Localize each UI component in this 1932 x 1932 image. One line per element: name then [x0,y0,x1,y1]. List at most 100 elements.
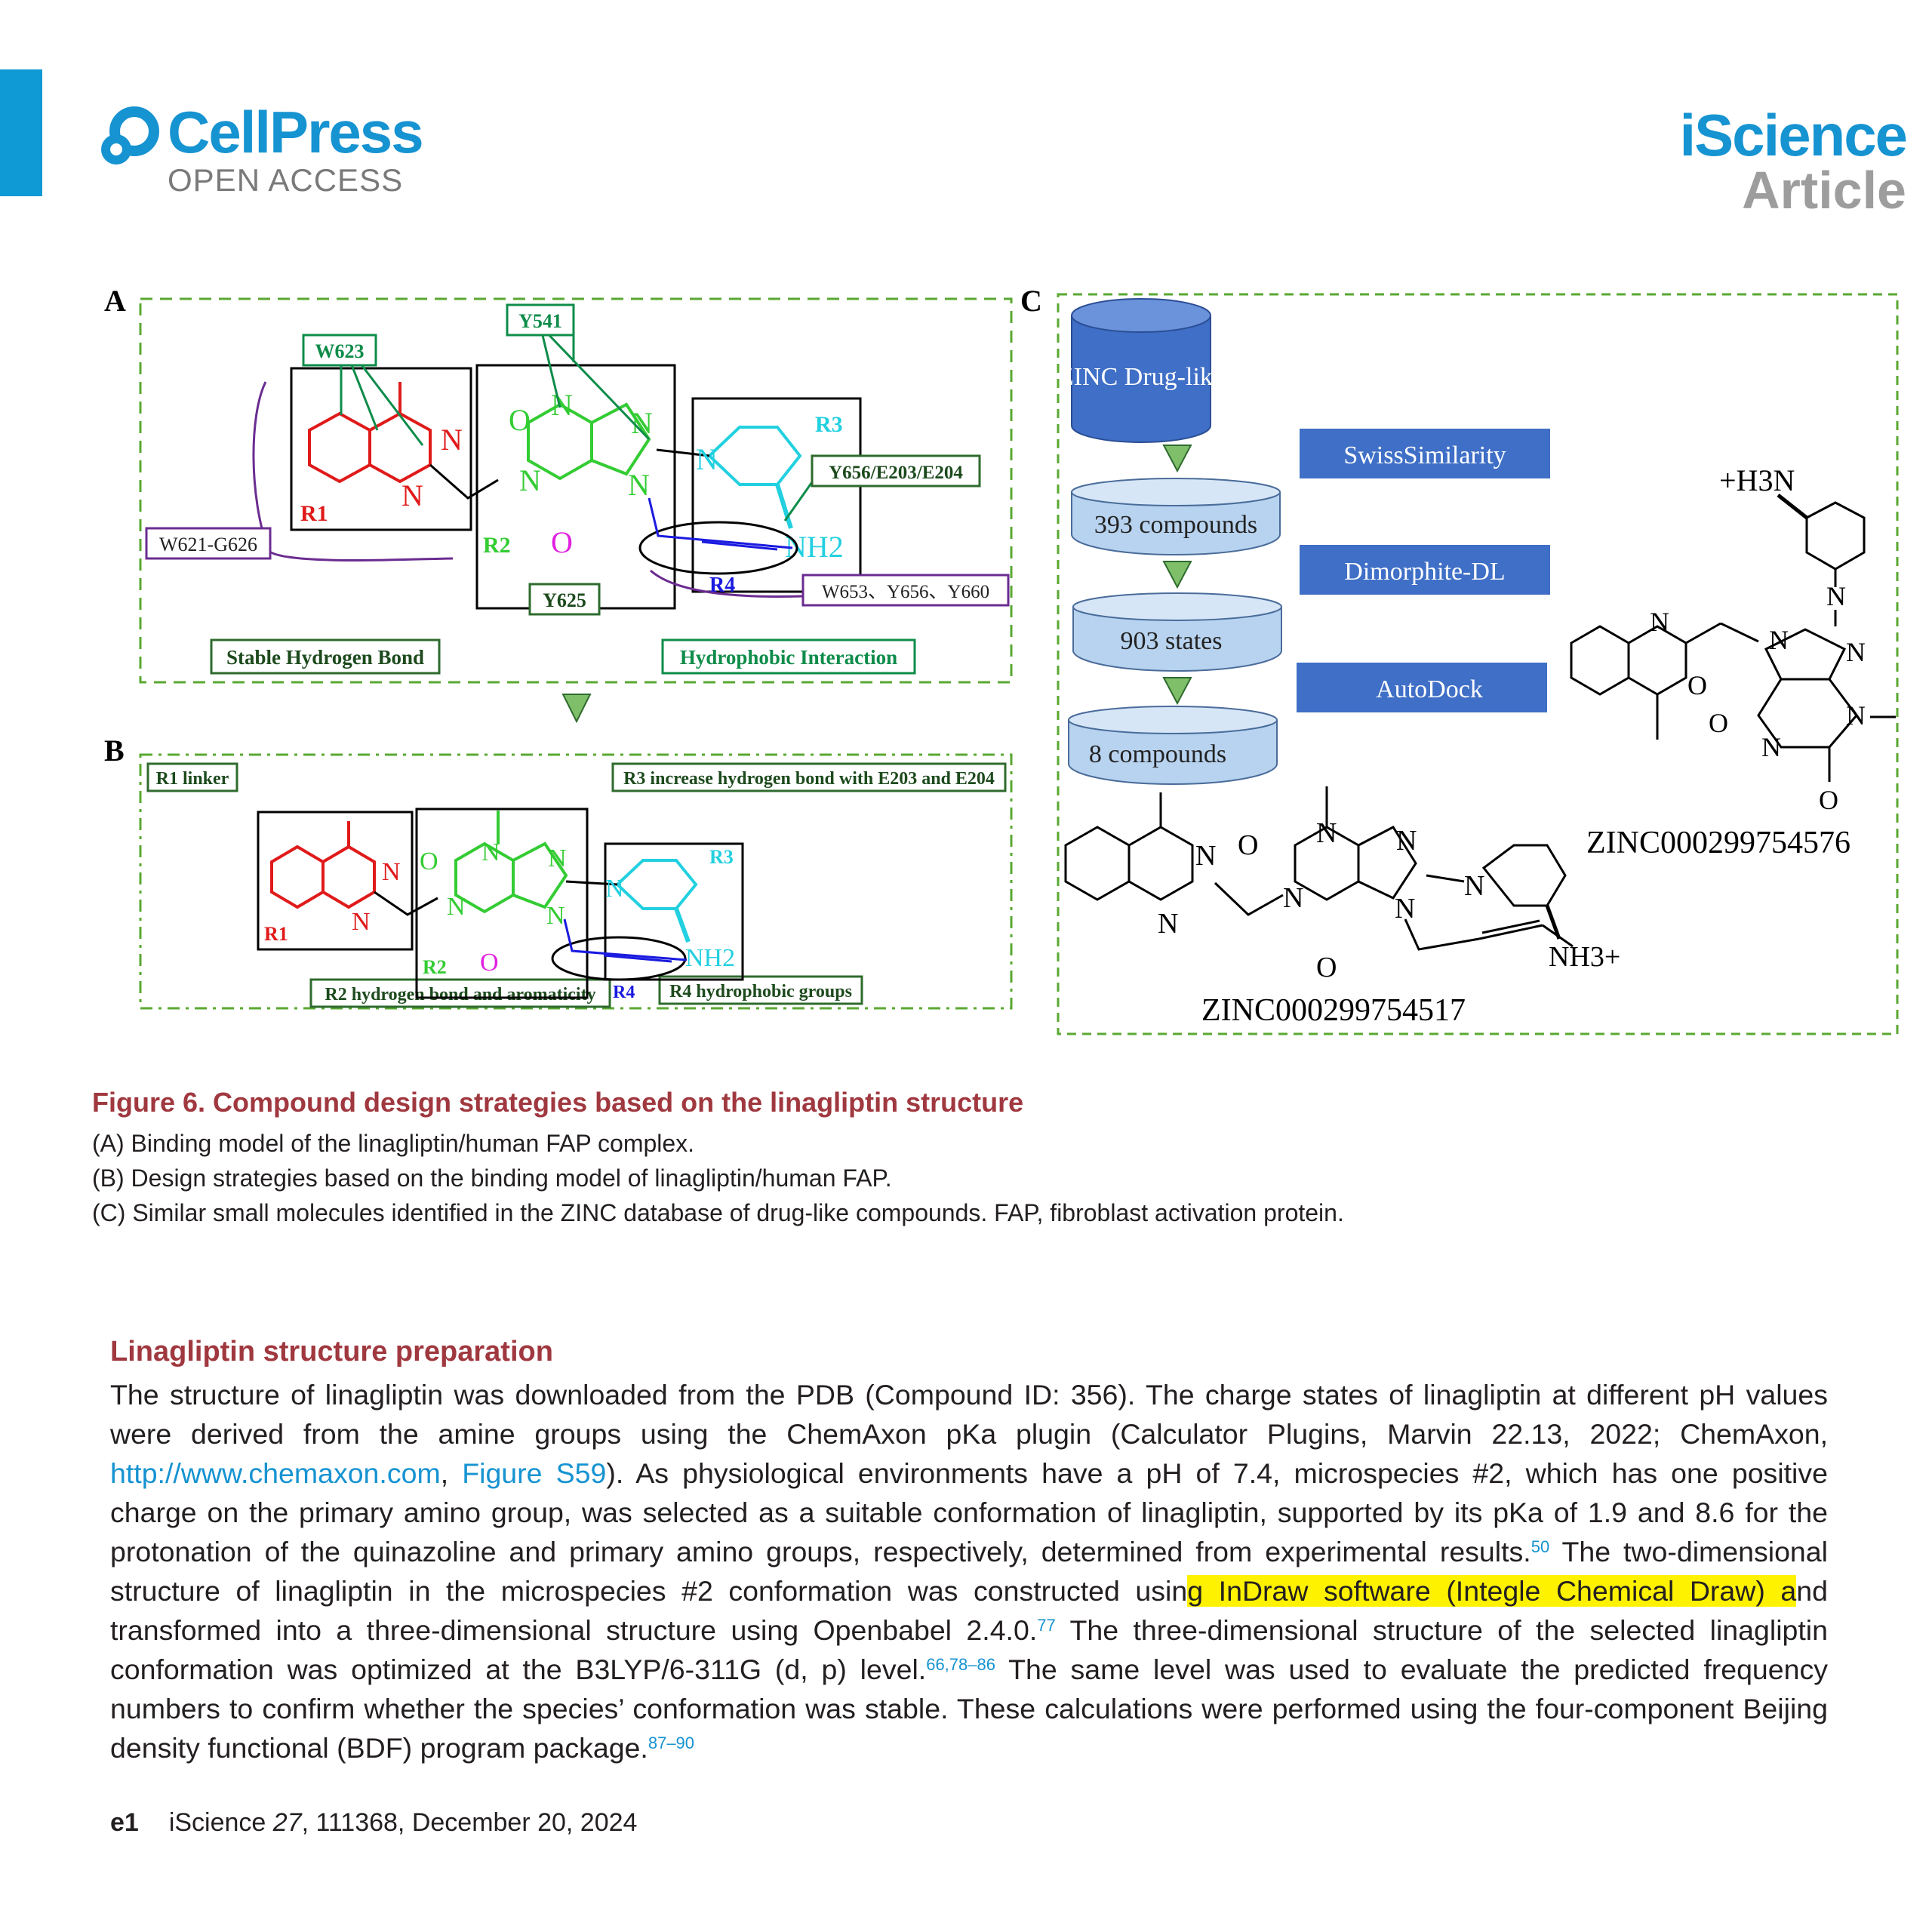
panel-b-molecule: N N R1 O N N N N O R2 N NH2 R3 R4 [257,808,744,1002]
panel-a-frame [139,297,1013,684]
region-r3-label: R3 [815,412,843,437]
svg-text:N: N [1846,637,1866,667]
svg-text:NH2: NH2 [785,530,844,564]
svg-text:N: N [548,844,567,872]
svg-text:N: N [447,893,466,921]
highlighted-text: g InDraw software (Integle Chemical Draw… [1187,1575,1797,1607]
svg-text:N: N [1195,840,1216,872]
svg-text:O: O [1238,829,1258,861]
svg-text:N: N [1395,893,1415,924]
svg-text:393 compounds: 393 compounds [1094,511,1257,539]
section-heading: Linagliptin structure preparation [110,1336,553,1367]
ref-link[interactable]: 77 [1037,1616,1056,1635]
svg-text:N: N [696,442,718,476]
compound-structure-2: N N O N N N N O N NH3+ [1064,786,1620,983]
residue-tag: W653、Y656、Y660 [822,582,989,602]
note-r2: R2 hydrogen bond and aromaticity [325,985,595,1004]
step-cylinder: 8 compounds [1068,706,1278,785]
cellpress-logo-icon [101,106,159,165]
svg-text:N: N [1283,882,1303,914]
db-label: ZINC Drug-like [1058,363,1224,391]
figure-s59-link[interactable]: Figure S59 [462,1457,607,1489]
chemaxon-link[interactable]: http://www.chemaxon.com [110,1457,441,1489]
note-r4: R4 hydrophobic groups [669,982,852,1001]
arrow-down-icon [561,694,592,724]
figure-6: A B C N N R1 O N N N N O R2 N NH2 [104,284,1899,1035]
volume: 27 [272,1808,302,1837]
svg-text:N: N [382,858,401,886]
residue-tag: Y656/E203/E204 [829,463,963,483]
arrow-down-icon [1162,561,1192,589]
svg-text:R2: R2 [423,956,447,978]
publisher-sub: OPEN ACCESS [168,162,404,198]
residue-tag: W621-G626 [159,534,257,555]
residue-tag: W623 [315,340,365,362]
svg-text:N: N [1761,732,1781,762]
svg-text:903 states: 903 states [1120,627,1222,655]
svg-text:N: N [1158,908,1178,940]
svg-text:N: N [481,838,500,866]
tool-box [1297,663,1547,712]
compound-2-id: ZINC000299754517 [1201,993,1466,1028]
nh3-top-label: +H3N [1719,463,1795,497]
svg-text:O: O [1687,670,1707,700]
step-cylinder: 393 compounds [1071,478,1281,555]
panel-a-molecule: N N R1 O N N N N O R2 N NH2 R3 R4 [252,325,862,610]
caption-line-a: (A) Binding model of the linagliptin/hum… [92,1130,695,1157]
arrow-down-icon [1162,445,1192,473]
svg-text:O: O [1819,785,1838,815]
svg-text:N: N [551,388,573,422]
svg-text:Dimorphite-DL: Dimorphite-DL [1344,558,1505,586]
svg-text:R4: R4 [613,983,635,1002]
figure-caption: Figure 6. Compound design strategies bas… [92,1087,1828,1230]
svg-text:AutoDock: AutoDock [1376,675,1483,703]
svg-text:N: N [1769,625,1789,655]
residue-tag: Y541 [518,310,562,332]
ref-link[interactable]: 50 [1531,1537,1550,1556]
svg-text:N: N [1316,817,1337,849]
note-r1: R1 linker [156,769,229,789]
caption-line-b: (B) Design strategies based on the bindi… [92,1164,892,1192]
ref-link[interactable]: 66,78–86 [926,1655,995,1674]
side-tab [0,69,42,196]
article-type: Article [1742,161,1906,220]
svg-text:N: N [1464,870,1484,902]
svg-text:O: O [509,403,531,437]
nh3-bottom-label: NH3+ [1549,941,1620,973]
page-number: e1 [110,1808,139,1837]
svg-text:O: O [1316,952,1337,983]
legend-hydrophobic: Hydrophobic Interaction [680,646,897,669]
ref-link[interactable]: 87–90 [648,1734,695,1752]
body-paragraph: The structure of linagliptin was downloa… [110,1379,1828,1764]
svg-text:N: N [1826,581,1846,611]
step-cylinder: 903 states [1072,592,1282,672]
zinc-db-cylinder: ZINC Drug-like [1058,298,1224,443]
svg-text:N: N [401,478,423,512]
svg-text:N: N [441,423,463,457]
caption-title: Figure 6. Compound design strategies bas… [92,1087,1024,1118]
svg-text:N: N [605,875,624,903]
note-r3: R3 increase hydrogen bond with E203 and … [623,769,995,789]
region-r2-label: R2 [483,533,511,558]
svg-text:O: O [420,848,438,875]
svg-text:NH2: NH2 [685,944,735,972]
svg-text:SwissSimilarity: SwissSimilarity [1343,441,1506,469]
legend-hbond: Stable Hydrogen Bond [226,646,424,669]
tool-box [1300,429,1550,478]
svg-text:R1: R1 [264,923,288,945]
panel-b-label: B [104,734,125,768]
panel-c-label: C [1020,284,1042,318]
panel-c-frame [1057,293,1899,1035]
svg-text:O: O [480,949,499,977]
svg-text:N: N [519,463,541,497]
svg-text:O: O [551,525,573,559]
residue-tag: Y625 [543,589,586,611]
svg-text:8 compounds: 8 compounds [1089,740,1226,768]
caption-line-c: (C) Similar small molecules identified i… [92,1199,1344,1226]
arrow-down-icon [1162,677,1192,706]
region-r1-label: R1 [300,501,328,526]
svg-text:R3: R3 [709,846,734,868]
publisher-name: CellPress [168,99,424,165]
svg-text:N: N [546,902,565,930]
